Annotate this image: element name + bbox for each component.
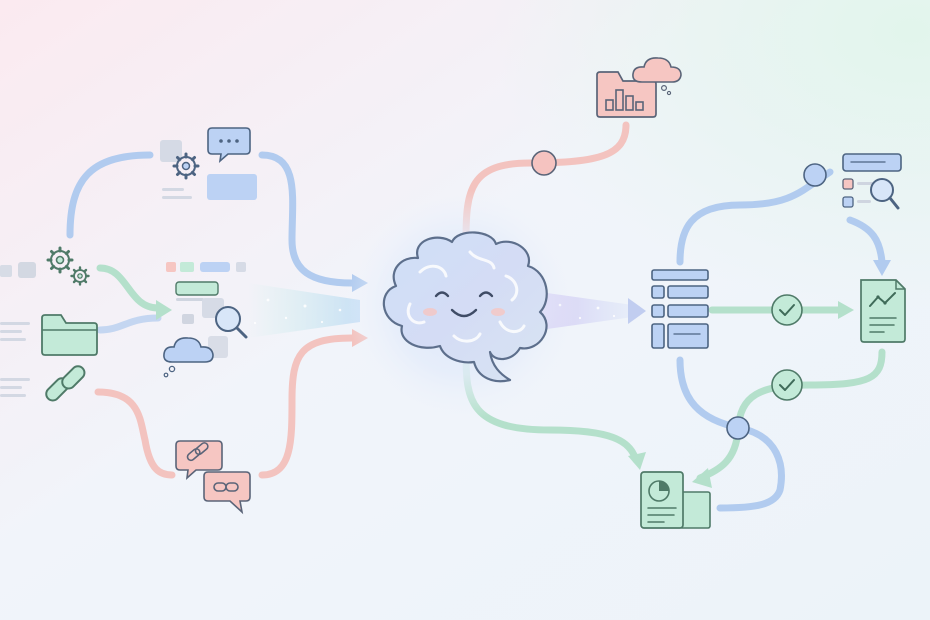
brain-folds [406, 250, 526, 343]
tag-chips-icon [166, 262, 246, 272]
waypoint-blue-top [803, 163, 827, 187]
link-chat-icon [203, 471, 251, 515]
connector-input-bottom [94, 388, 176, 479]
connector-bottom-to-brain [258, 334, 356, 479]
placeholder-square [0, 265, 12, 277]
arrowhead-brain-to-report [628, 452, 646, 470]
text-lines-icon [162, 188, 192, 199]
placeholder-square [18, 262, 36, 278]
placeholder-square [182, 314, 194, 324]
link-icon [45, 365, 86, 402]
chart-document-icon [860, 279, 906, 343]
folder-icon [41, 314, 98, 356]
input-sources [0, 246, 98, 402]
search-icon [215, 306, 248, 339]
brain-cheek [491, 308, 505, 316]
gear-icon [70, 266, 90, 286]
connector-input-top [66, 151, 154, 239]
input-group-middle [163, 262, 248, 378]
connector-search-to-chart-doc [846, 216, 886, 266]
cloud-icon [632, 57, 682, 96]
text-lines-icon [0, 322, 30, 341]
arrowhead-chart-doc-to-report [692, 468, 712, 488]
waypoint-blue-bottom [726, 416, 750, 440]
chart-folder-icon [596, 71, 657, 118]
input-group-top [160, 127, 257, 200]
sparkle-dots [253, 298, 616, 325]
search-icon [870, 178, 900, 210]
pie-document-icon [640, 471, 711, 529]
cloud-icon [163, 337, 214, 378]
arrowhead-output-beam [628, 298, 646, 324]
check-circle-icon [771, 369, 803, 401]
arrowhead-table-to-chart-doc [838, 301, 854, 319]
brain-cheek [423, 308, 437, 316]
connector-top-to-brain [258, 151, 356, 287]
chat-bubble-icon [207, 127, 251, 164]
card-icon [207, 174, 257, 200]
text-lines-icon [0, 378, 30, 397]
check-circle-icon [771, 294, 803, 326]
waypoint-pink [531, 150, 557, 176]
connector-table-to-report [676, 356, 785, 512]
tag-bar [176, 298, 204, 301]
link-chat-icon [175, 440, 223, 481]
input-group-bottom [175, 440, 251, 515]
tag-bar [175, 281, 219, 296]
search-list-icon [842, 153, 902, 208]
connector-table-to-search [676, 168, 834, 266]
gear-icon [172, 152, 200, 180]
input-beam [248, 283, 360, 338]
connector-input-middle-blue [96, 314, 162, 334]
arrowhead-input-middle [156, 300, 172, 320]
brain-face [434, 291, 494, 318]
connector-chart-doc-to-report [696, 348, 886, 482]
smiling-brain-icon [347, 190, 577, 420]
arrowhead-search-to-chart-doc [873, 260, 891, 276]
table-list-icon [651, 269, 709, 349]
connector-input-middle [96, 264, 162, 312]
gear-icon [46, 246, 74, 274]
